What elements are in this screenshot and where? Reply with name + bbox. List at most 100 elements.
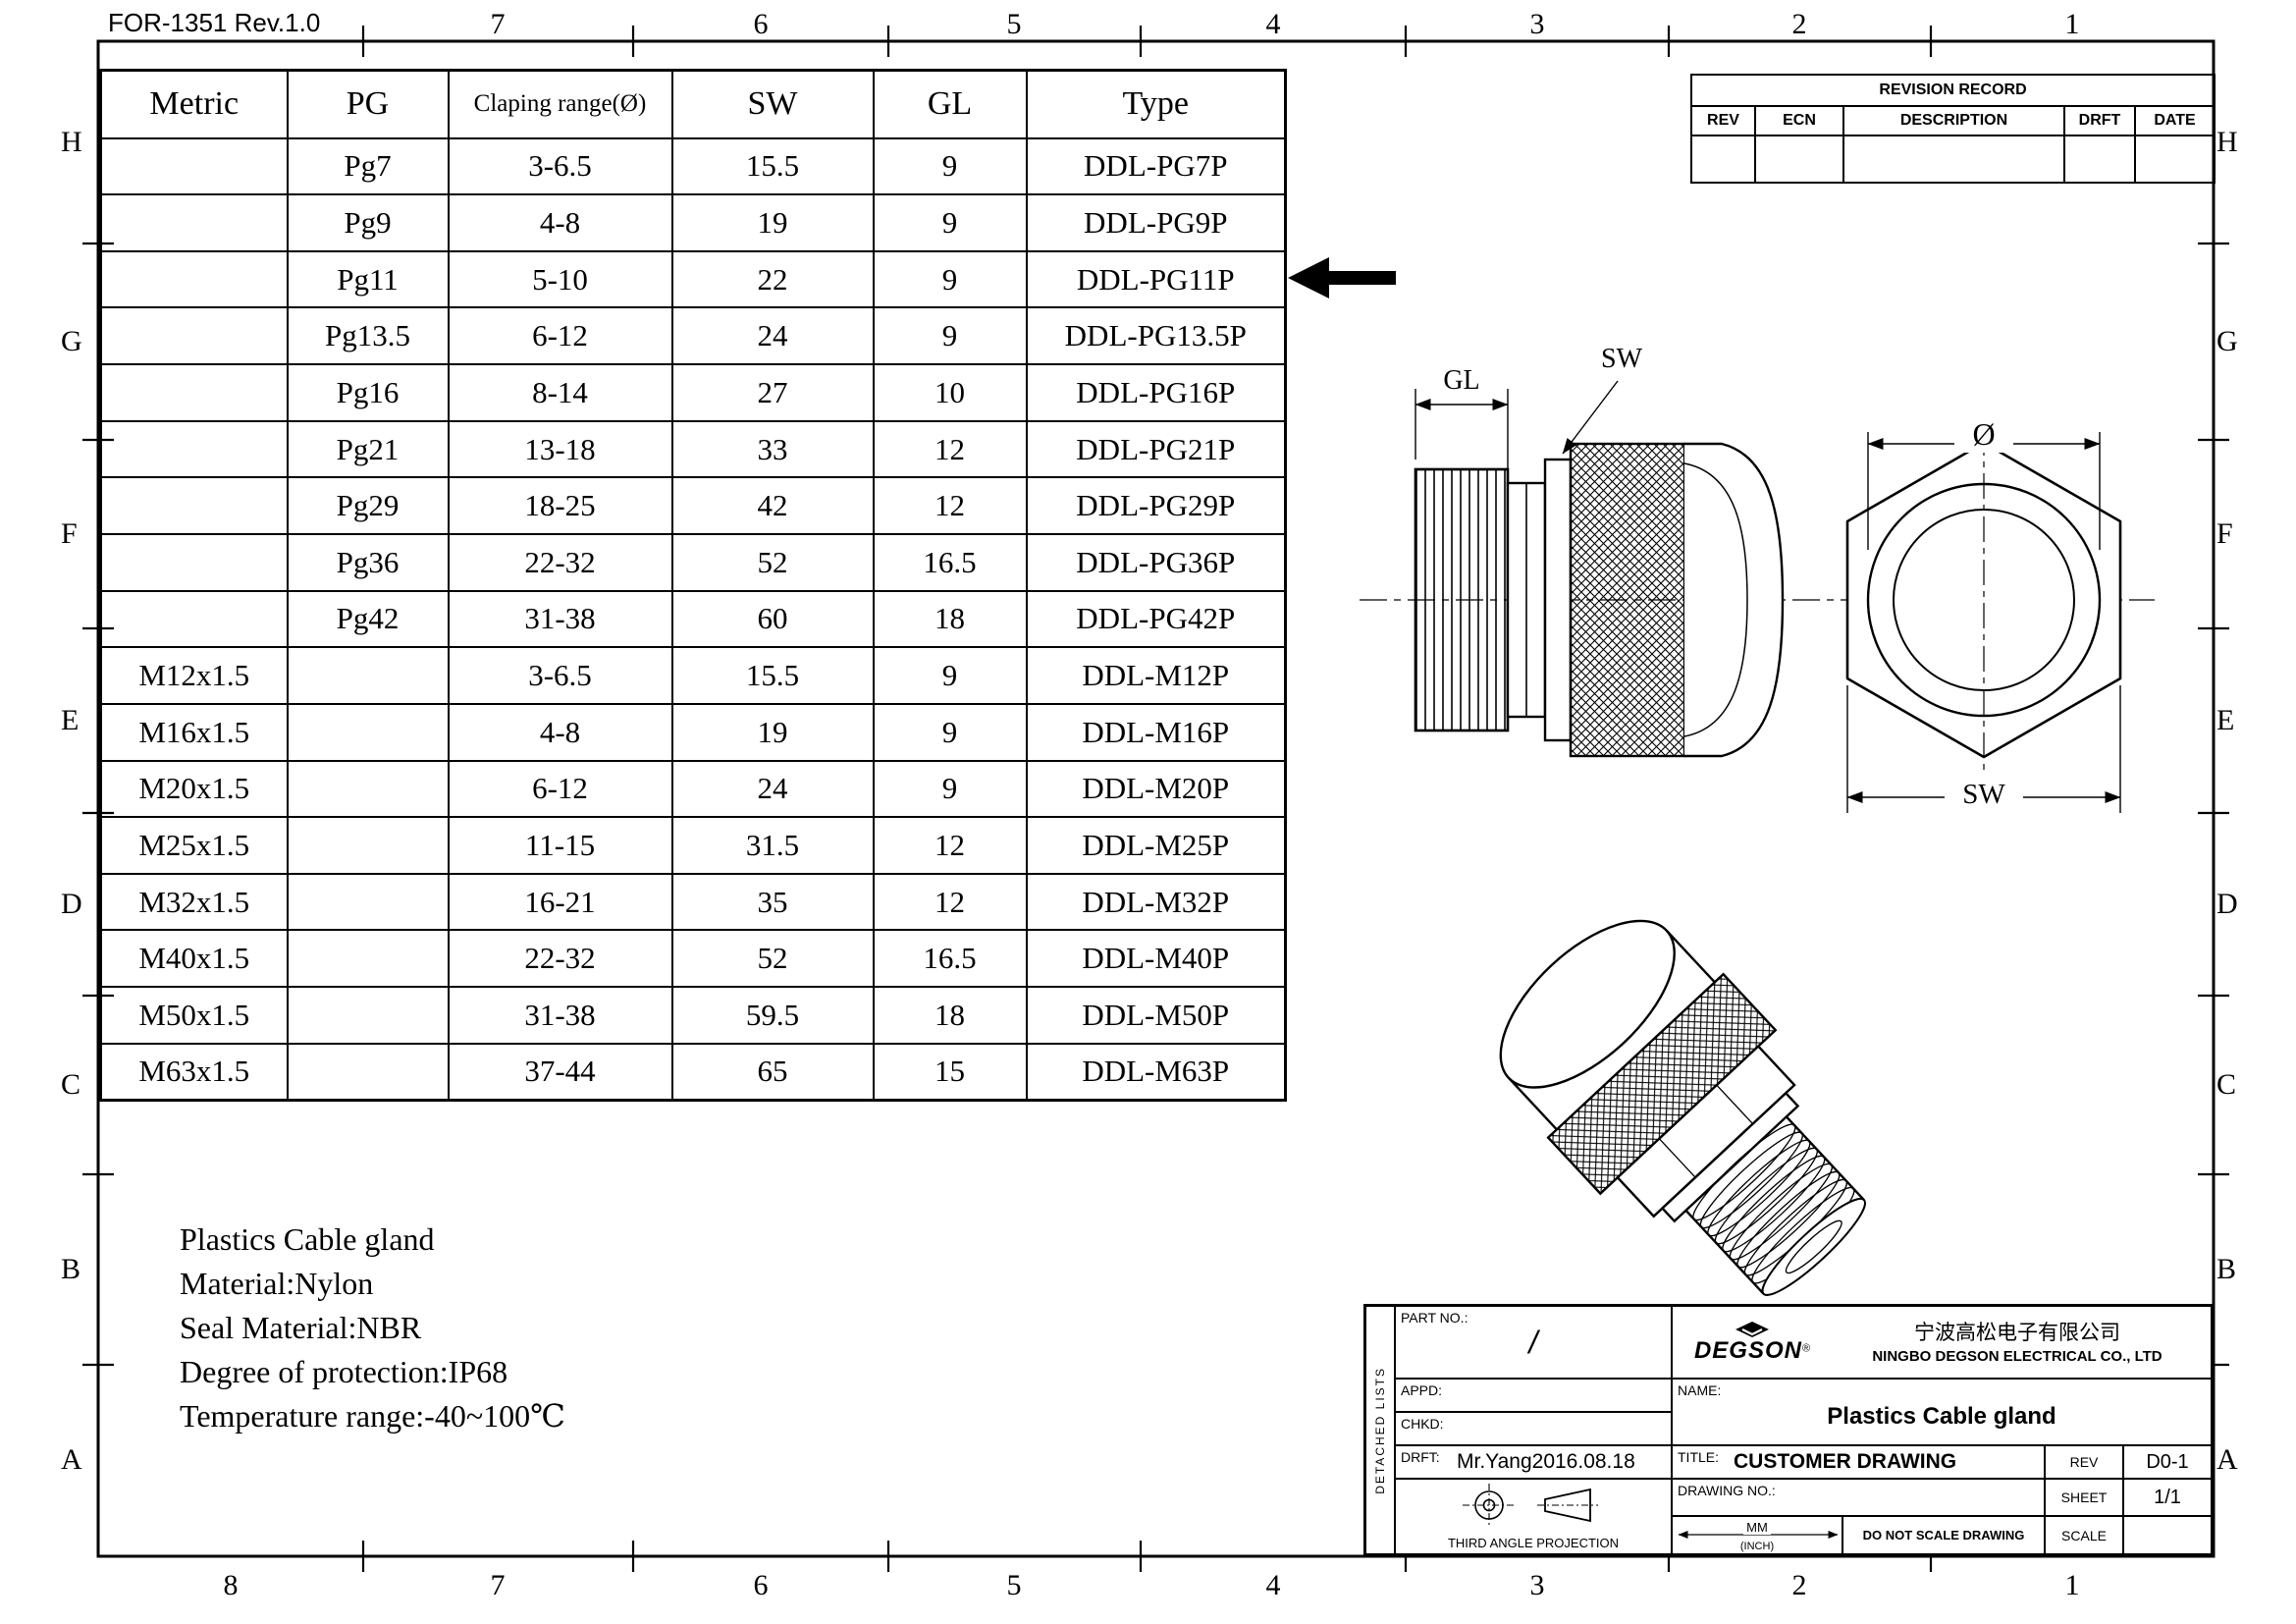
table-cell: 52 xyxy=(670,929,875,989)
table-cell: 4-8 xyxy=(447,193,673,252)
table-cell: Pg21 xyxy=(286,419,450,479)
border-zone-label: D xyxy=(61,888,82,920)
isometric-view xyxy=(1499,919,1866,1296)
table-cell: DDL-M16P xyxy=(1025,702,1287,762)
table-cell: DDL-PG29P xyxy=(1025,476,1287,535)
table-cell xyxy=(286,929,450,989)
table-cell: M50x1.5 xyxy=(99,986,289,1045)
table-cell xyxy=(286,1042,450,1102)
drft-cell: DRFT: Mr.Yang2016.08.18 xyxy=(1396,1446,1673,1480)
drft-label: DRFT: xyxy=(1401,1449,1440,1465)
border-zone-label: 5 xyxy=(1006,8,1022,40)
company-name-en: NINGBO DEGSON ELECTRICAL CO., LTD xyxy=(1872,1348,2163,1365)
table-cell xyxy=(286,646,450,705)
table-cell: 22-32 xyxy=(447,929,673,989)
row-pointer-arrow xyxy=(1288,257,1396,298)
table-cell: 18-25 xyxy=(447,476,673,535)
table-cell xyxy=(99,589,289,649)
form-reference: FOR-1351 Rev.1.0 xyxy=(108,8,321,37)
table-cell: 13-18 xyxy=(447,419,673,479)
note-line: Temperature range:-40~100℃ xyxy=(180,1398,565,1434)
company-name-cn: 宁波高松电子有限公司 xyxy=(1914,1322,2120,1344)
border-zone-label: 8 xyxy=(223,1569,239,1601)
table-cell: 12 xyxy=(872,419,1028,479)
border-zone-label: A xyxy=(61,1443,82,1476)
table-cell: 16.5 xyxy=(872,532,1028,592)
do-not-scale-cell: DO NOT SCALE DRAWING xyxy=(1843,1517,2046,1553)
border-zone-label: D xyxy=(2216,888,2238,920)
table-cell: M40x1.5 xyxy=(99,929,289,989)
gl-dimension-label: GL xyxy=(1425,365,1498,397)
units-text: MM (INCH) xyxy=(1673,1519,1842,1553)
table-cell: 19 xyxy=(670,702,875,762)
table-cell: 31.5 xyxy=(670,816,875,875)
table-cell: 33 xyxy=(670,419,875,479)
degson-logo: DEGSON® xyxy=(1679,1313,1826,1374)
border-zone-label: C xyxy=(2216,1068,2237,1101)
table-cell: DDL-M25P xyxy=(1025,816,1287,875)
column-header: Type xyxy=(1025,69,1287,139)
table-cell: 16.5 xyxy=(872,929,1028,989)
table-cell: DDL-PG36P xyxy=(1025,532,1287,592)
table-cell: 15.5 xyxy=(670,646,875,705)
table-cell: 37-44 xyxy=(447,1042,673,1102)
table-cell: 31-38 xyxy=(447,986,673,1045)
note-line: Plastics Cable gland xyxy=(180,1221,435,1257)
table-cell: Pg7 xyxy=(286,136,450,196)
column-header: GL xyxy=(872,69,1028,139)
chkd-label: CHKD: xyxy=(1401,1416,1444,1432)
table-cell: 10 xyxy=(872,363,1028,422)
drawing-no-cell: DRAWING NO.: xyxy=(1673,1480,2046,1517)
border-zone-label: B xyxy=(61,1253,81,1285)
revision-empty-cell xyxy=(1754,135,1844,184)
table-cell: DDL-PG42P xyxy=(1025,589,1287,649)
table-cell: 59.5 xyxy=(670,986,875,1045)
table-cell: 6-12 xyxy=(447,759,673,819)
revision-empty-cell xyxy=(2133,135,2216,184)
front-view xyxy=(1845,430,2122,770)
border-zone-label: F xyxy=(2216,517,2233,550)
table-cell: 9 xyxy=(872,702,1028,762)
table-cell: 42 xyxy=(670,476,875,535)
revision-column-header: DATE xyxy=(2133,105,2216,136)
drft-value: Mr.Yang2016.08.18 xyxy=(1457,1450,1635,1473)
appd-cell: APPD: xyxy=(1396,1380,1673,1413)
border-zone-label: H xyxy=(2216,126,2238,158)
table-cell xyxy=(99,476,289,535)
revision-empty-cell xyxy=(1842,135,2065,184)
table-cell: 3-6.5 xyxy=(447,646,673,705)
revision-column-header: DESCRIPTION xyxy=(1842,105,2065,136)
table-cell xyxy=(286,986,450,1045)
table-cell xyxy=(286,816,450,875)
gl-dimension xyxy=(1415,389,1509,473)
table-cell: Pg16 xyxy=(286,363,450,422)
table-cell: 16-21 xyxy=(447,872,673,932)
border-zone-label: 6 xyxy=(753,8,769,40)
border-zone-label: 4 xyxy=(1265,8,1281,40)
note-line: Degree of protection:IP68 xyxy=(180,1354,508,1389)
table-cell xyxy=(99,306,289,366)
table-cell: Pg11 xyxy=(286,249,450,309)
revision-empty-cell xyxy=(1690,135,1756,184)
table-cell: M16x1.5 xyxy=(99,702,289,762)
table-cell xyxy=(286,702,450,762)
border-zone-label: G xyxy=(2216,325,2238,357)
table-cell: 18 xyxy=(872,986,1028,1045)
border-zone-label: F xyxy=(61,517,78,550)
appd-label: APPD: xyxy=(1401,1382,1443,1398)
border-zone-label: 3 xyxy=(1529,1569,1545,1601)
table-cell: 9 xyxy=(872,759,1028,819)
table-cell: 5-10 xyxy=(447,249,673,309)
table-cell: 6-12 xyxy=(447,306,673,366)
table-cell: DDL-PG21P xyxy=(1025,419,1287,479)
